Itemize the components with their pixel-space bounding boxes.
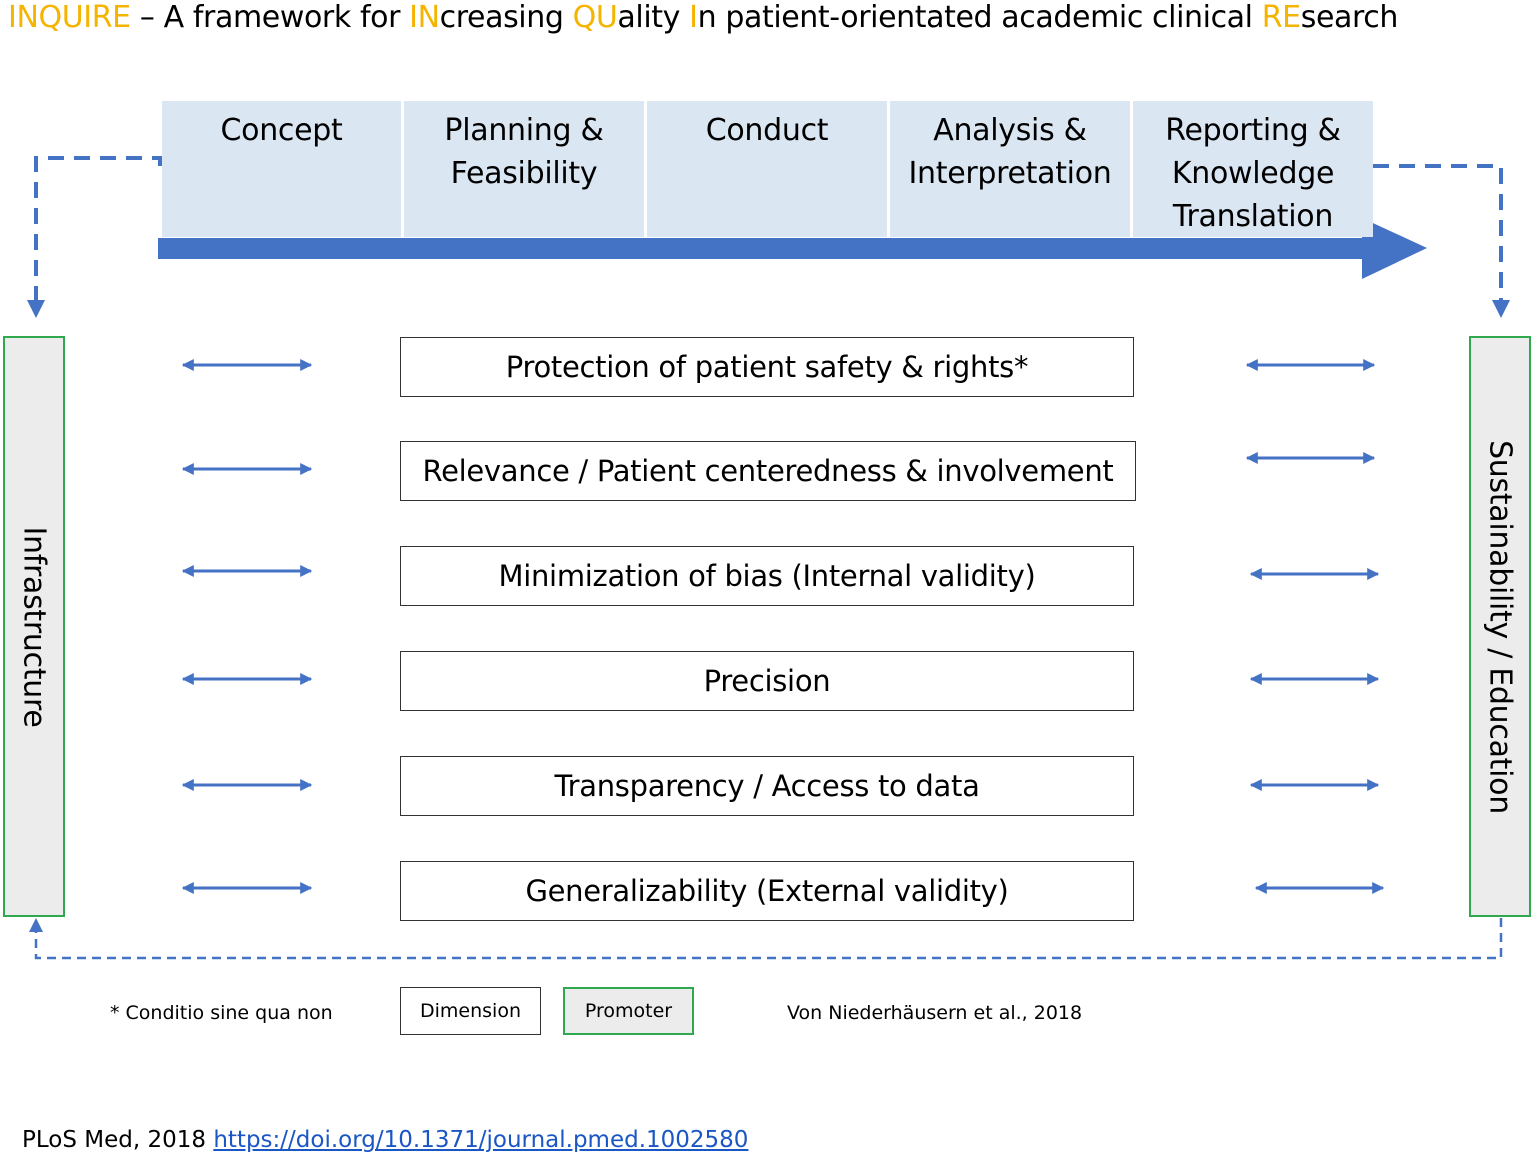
promoter-infrastructure-label: Infrastructure <box>16 525 52 728</box>
promoter-sustainability-education: Sustainability / Education <box>1469 336 1531 917</box>
citation: PLoS Med, 2018 https://doi.org/10.1371/j… <box>22 1127 748 1153</box>
attribution: Von Niederhäusern et al., 2018 <box>787 1002 1083 1024</box>
dimension-transparency: Transparency / Access to data <box>400 756 1134 816</box>
title-acronym-letters: IN <box>409 0 440 35</box>
bottom-loop-arrowhead <box>29 918 43 932</box>
title-acronym-letters: QU <box>572 0 618 35</box>
phase-label: Knowledge <box>1171 156 1335 191</box>
right-feedback-arrowhead <box>1492 300 1510 318</box>
bottom-loop-connector <box>34 918 1503 960</box>
citation-journal: PLoS Med, 2018 <box>22 1127 207 1153</box>
title-acronym-letters: I <box>689 0 698 35</box>
promoter-infrastructure: Infrastructure <box>3 336 65 917</box>
phase-conduct: Conduct <box>647 101 887 237</box>
phase-label: Translation <box>1172 199 1334 234</box>
legend-promoter: Promoter <box>563 987 694 1035</box>
title-acronym-letters: QUIRE <box>38 0 132 35</box>
legend-dimension: Dimension <box>400 987 541 1035</box>
phase-label: Planning & <box>444 113 604 148</box>
dimension-relevance: Relevance / Patient centeredness & invol… <box>400 441 1136 501</box>
dimension-generalizability: Generalizability (External validity) <box>400 861 1134 921</box>
phase-analysis-interpretation: Analysis & Interpretation <box>890 101 1130 237</box>
phase-label: Interpretation <box>908 156 1112 191</box>
title-acronym-letters: IN <box>8 0 39 35</box>
dimension-patient-safety: Protection of patient safety & rights* <box>400 337 1134 397</box>
phase-concept: Concept <box>162 101 401 237</box>
title-acronym-letters: RE <box>1261 0 1301 35</box>
phase-reporting-knowledge-translation: Reporting & Knowledge Translation <box>1133 101 1373 237</box>
phase-label: Concept <box>220 113 343 148</box>
left-feedback-arrowhead <box>27 300 45 318</box>
dimension-minimization-of-bias: Minimization of bias (Internal validity) <box>400 546 1134 606</box>
promoter-sustainability-label: Sustainability / Education <box>1482 439 1518 814</box>
footnote: * Conditio sine qua non <box>110 1002 333 1024</box>
phase-label: Feasibility <box>450 156 598 191</box>
phase-label: Conduct <box>705 113 829 148</box>
title-text: search <box>1300 0 1399 35</box>
phase-planning-feasibility: Planning & Feasibility <box>404 101 644 237</box>
title-text: creasing <box>439 0 573 35</box>
process-flow-arrow <box>158 218 1427 279</box>
left-feedback-connector <box>34 156 162 300</box>
dimension-precision: Precision <box>400 651 1134 711</box>
title-text: – A framework for <box>130 0 410 35</box>
phase-label: Reporting & <box>1165 113 1341 148</box>
title-text: ality <box>617 0 690 35</box>
right-feedback-connector <box>1373 164 1503 300</box>
title-text: n patient-orientated academic clinical <box>697 0 1262 35</box>
phase-label: Analysis & <box>933 113 1087 148</box>
citation-doi-link[interactable]: https://doi.org/10.1371/journal.pmed.100… <box>213 1127 749 1153</box>
diagram-title: INQUIRE – A framework for INcreasing QUa… <box>8 0 1398 38</box>
